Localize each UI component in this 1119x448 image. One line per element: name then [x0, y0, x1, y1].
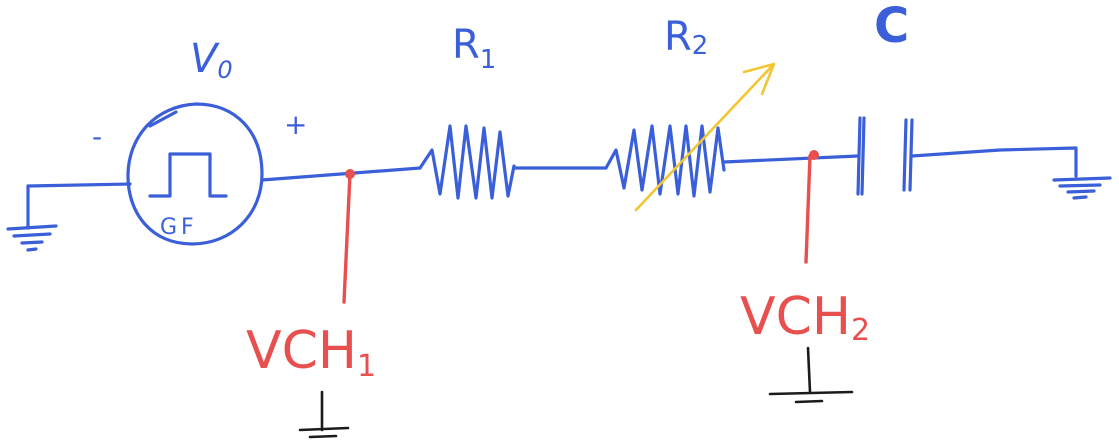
probe-ch1-label: VCH1	[246, 321, 376, 384]
ground-ref-ch1-icon	[298, 390, 350, 439]
ground-right-icon	[1052, 176, 1112, 200]
minus-sign: -	[92, 120, 102, 153]
voltage-source: GF	[126, 102, 264, 246]
wire-r2-to-capacitor	[722, 154, 860, 164]
square-wave-icon	[148, 152, 228, 198]
wire-ground-to-source	[26, 182, 132, 188]
capacitor-icon	[856, 116, 914, 196]
ground-ref-ch2-icon	[768, 346, 854, 404]
wire-source-to-r1	[260, 166, 422, 182]
r2-label: R2	[664, 14, 708, 61]
plus-sign: +	[284, 108, 307, 141]
resistor-r1-icon	[418, 124, 516, 200]
probe-ch2-label: VCH2	[740, 287, 870, 348]
source-label: V0	[190, 36, 233, 84]
ground-left-icon	[6, 184, 58, 252]
resistor-r2-icon	[604, 124, 726, 198]
capacitor-label: C	[874, 0, 909, 54]
generator-label: GF	[160, 215, 198, 240]
probe-ch1	[342, 169, 355, 304]
variable-arrow-icon	[634, 62, 776, 212]
polarity-tick	[148, 110, 178, 128]
wire-capacitor-to-ground	[910, 146, 1078, 178]
r1-label: R1	[452, 22, 496, 75]
probe-ch2	[804, 150, 819, 264]
